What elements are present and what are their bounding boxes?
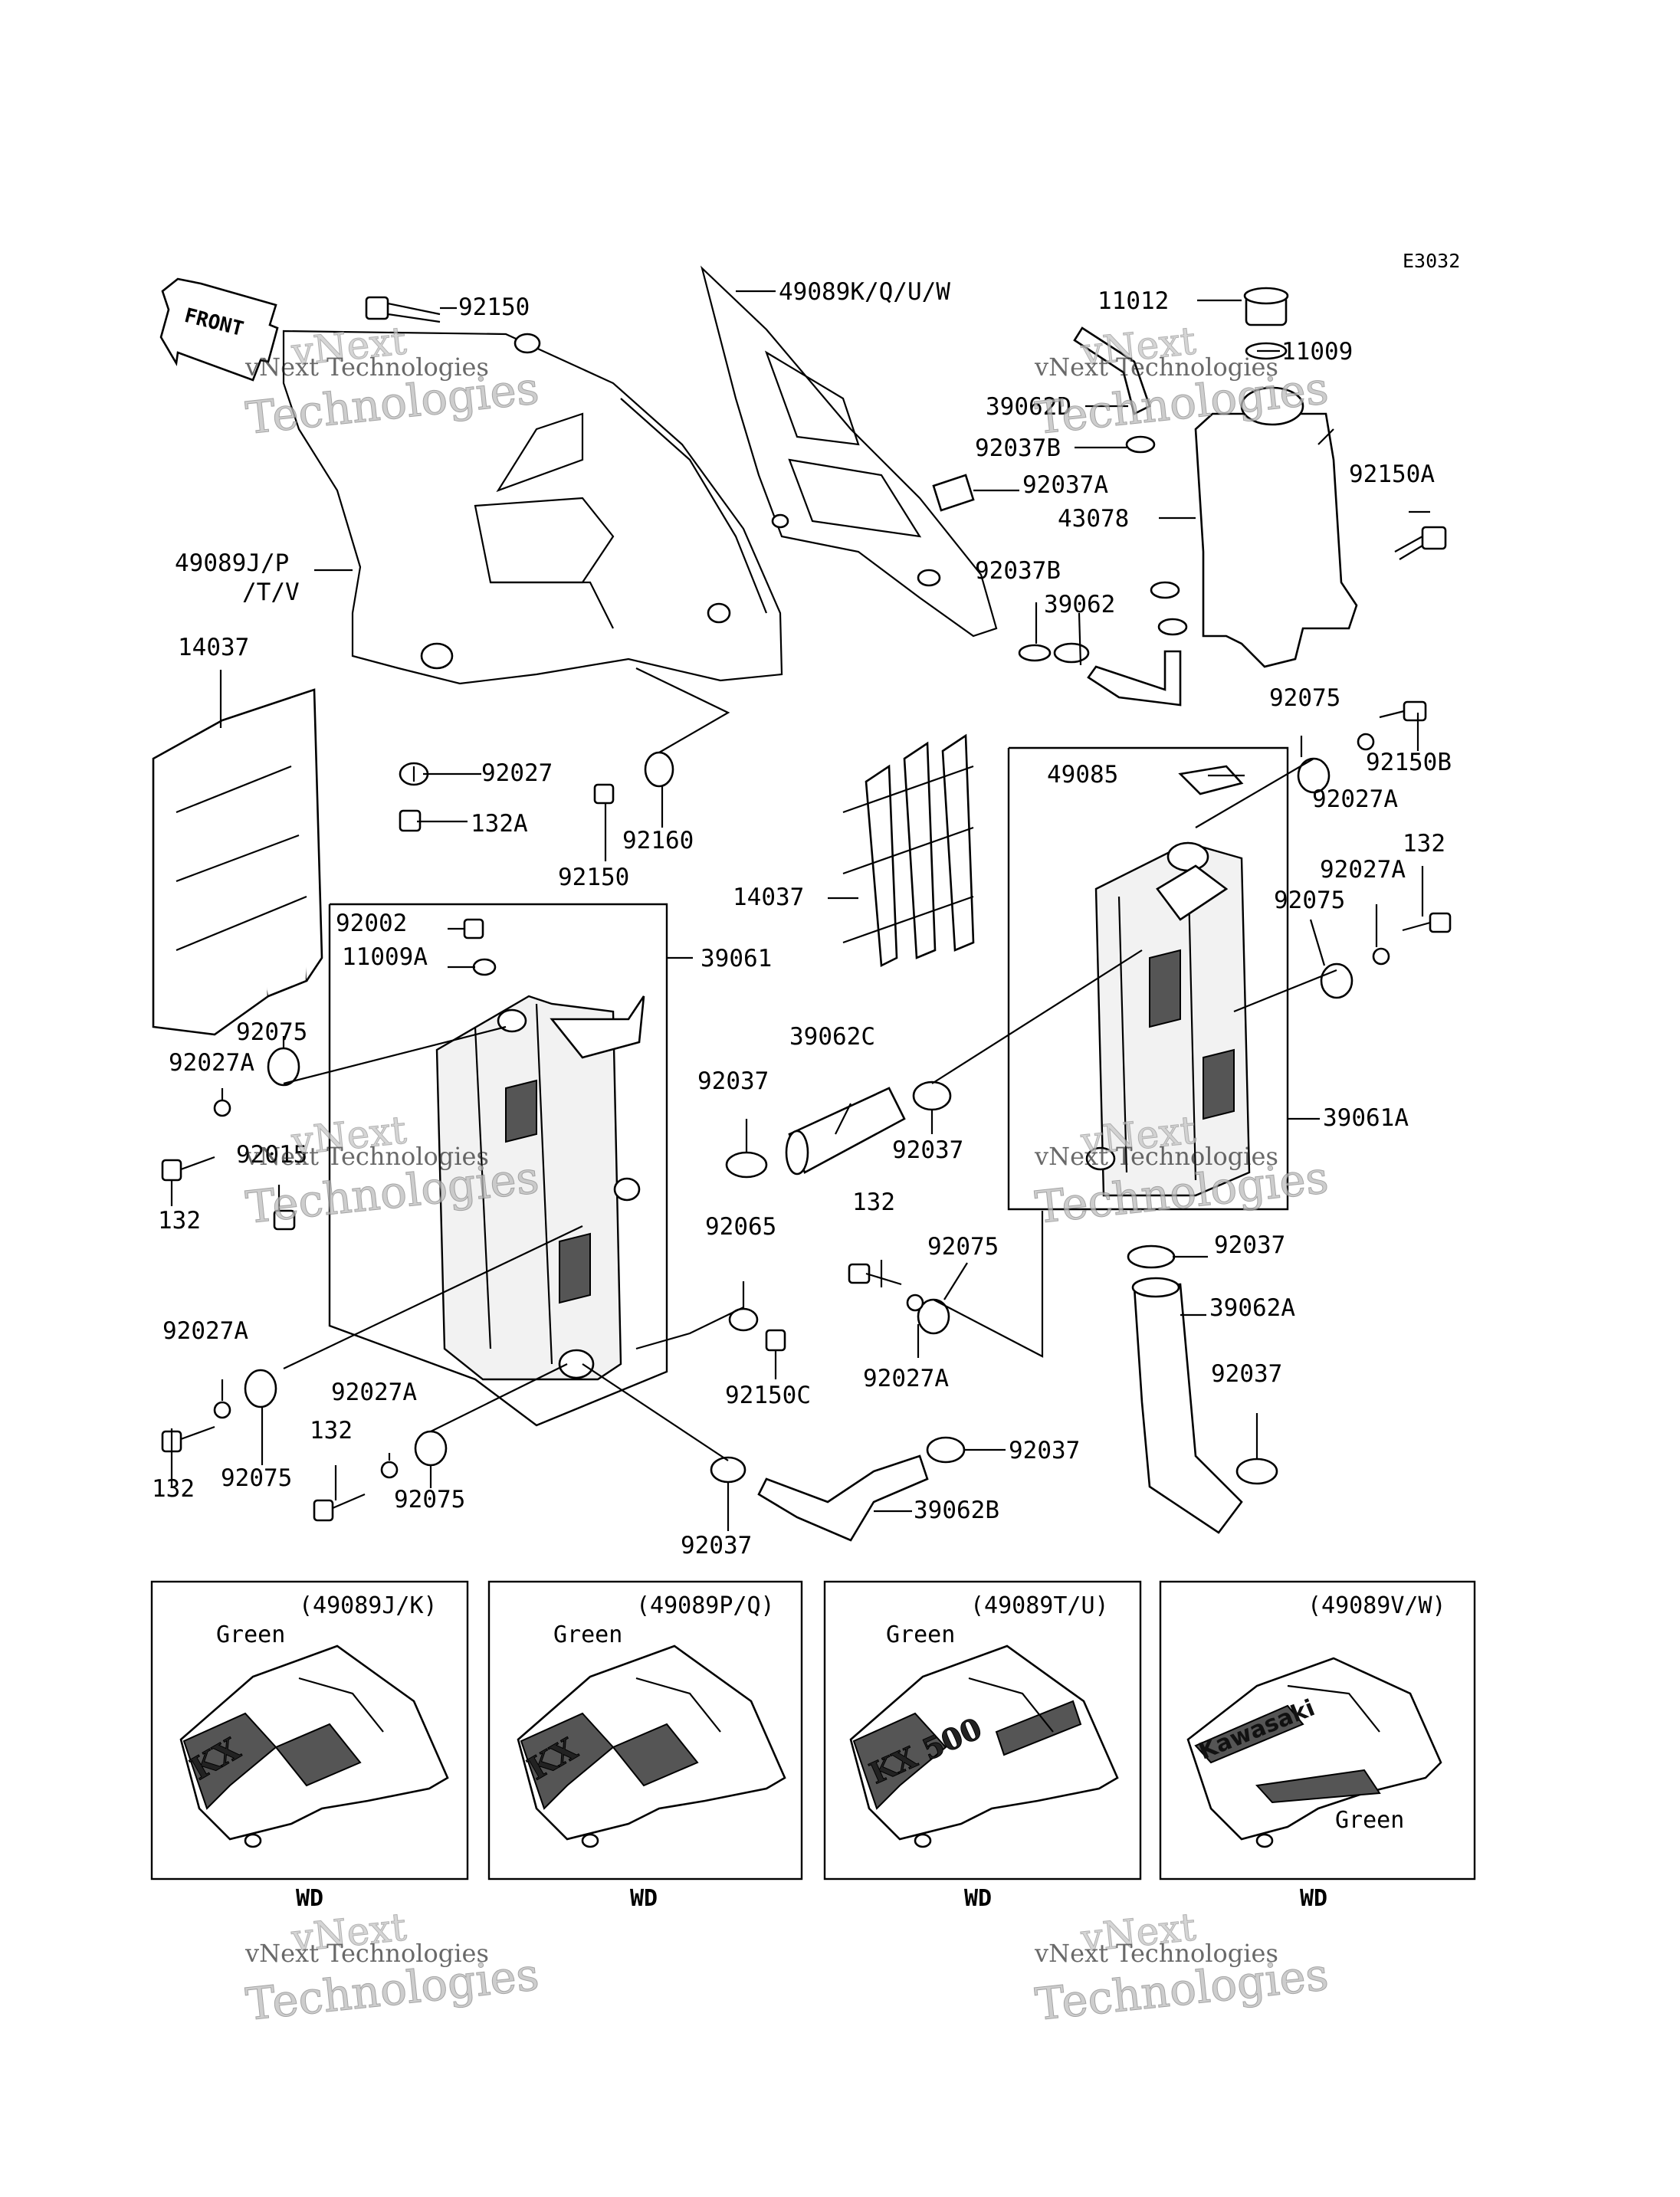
part-label: 92075 <box>236 1018 308 1046</box>
hose-39062c <box>785 1087 906 1176</box>
hose-39062a <box>1131 1277 1243 1534</box>
variant-boxes <box>150 1580 1476 1881</box>
variant-caption: WD <box>964 1885 993 1912</box>
part-label: 92027A <box>1320 856 1406 884</box>
part-label: 92037 <box>1211 1360 1283 1388</box>
part-label: 39062B <box>914 1497 999 1524</box>
variant-color: Green <box>553 1622 623 1648</box>
part-label: 132 <box>310 1417 353 1444</box>
part-label: 92037B <box>975 557 1061 585</box>
variant-caption: WD <box>1300 1885 1328 1912</box>
part-label: 92075 <box>927 1233 999 1261</box>
part-label: 92037 <box>1009 1437 1081 1464</box>
radiator-left <box>328 903 668 1427</box>
front-arrow-icon <box>159 277 279 382</box>
part-label: 39061 <box>701 945 773 972</box>
part-label: 92065 <box>705 1213 777 1241</box>
bolt-92150a <box>1394 526 1447 560</box>
part-label: 92075 <box>1274 887 1346 914</box>
part-label: 14037 <box>733 884 805 911</box>
variant-title: (49089J/K) <box>299 1592 438 1619</box>
part-label: 92002 <box>336 910 408 937</box>
part-label: 92037B <box>975 434 1061 462</box>
part-label: 92150A <box>1349 461 1435 488</box>
watermark: vNext vNext Technologies Technologies <box>243 1107 542 1234</box>
leader-lines <box>170 290 1430 1531</box>
variant-color: Green <box>1335 1807 1405 1834</box>
watermark: vNext vNext Technologies Technologies <box>1032 318 1331 444</box>
part-label: 39061A <box>1323 1104 1409 1132</box>
hose-39062b <box>757 1454 929 1542</box>
part-label: 11009 <box>1281 338 1354 366</box>
part-label: 92150 <box>558 864 630 891</box>
variant-shroud-4 <box>1186 1657 1442 1848</box>
right-shroud <box>700 265 998 638</box>
variant-title: (49089V/W) <box>1308 1592 1446 1619</box>
part-label: 92027A <box>863 1365 949 1392</box>
part-label: 11009A <box>342 943 428 971</box>
reservoir-tank <box>1194 287 1358 668</box>
hose-39062 <box>1053 618 1188 707</box>
hose-39062d <box>1073 326 1151 415</box>
part-label: 49085 <box>1047 761 1119 789</box>
variant-title: (49089T/U) <box>970 1592 1109 1619</box>
part-label: 92150C <box>725 1382 811 1409</box>
watermark: vNext vNext Technologies Technologies <box>243 1904 542 2031</box>
part-label: 92075 <box>1269 684 1341 712</box>
part-label: 14037 <box>178 634 250 661</box>
variant-shroud-2 <box>517 1644 786 1848</box>
part-label: 92027 <box>481 759 553 787</box>
part-label: 92027A <box>331 1379 417 1406</box>
variant-shroud-1 <box>179 1644 449 1848</box>
part-label: 92150 <box>458 293 530 321</box>
part-label: /T/V <box>242 579 300 606</box>
part-label: 92150B <box>1366 749 1452 776</box>
part-label: 92027A <box>162 1317 248 1345</box>
part-label: 132 <box>852 1189 895 1216</box>
part-label: 39062 <box>1044 591 1116 618</box>
variant-color: Green <box>886 1622 956 1648</box>
part-label: 132 <box>1403 830 1445 857</box>
part-label: 92037 <box>892 1136 964 1164</box>
part-label: 39062A <box>1209 1294 1295 1322</box>
part-label: 92027A <box>1312 785 1398 813</box>
variant-color: Green <box>216 1622 286 1648</box>
variant-caption: WD <box>296 1885 324 1912</box>
part-label: 43078 <box>1058 505 1130 533</box>
part-label: 132 <box>158 1207 201 1235</box>
clip-92037a <box>932 474 975 512</box>
part-label: 92015 <box>236 1141 308 1169</box>
watermark: vNext vNext Technologies Technologies <box>1032 1904 1331 2031</box>
variant-caption: WD <box>630 1885 658 1912</box>
part-label: 92075 <box>221 1464 293 1492</box>
radiator-guard-left <box>152 688 323 1036</box>
bolt-92150-top <box>365 296 441 323</box>
part-label: 92037 <box>681 1532 753 1559</box>
watermark: vNext vNext Technologies Technologies <box>243 318 542 444</box>
left-shroud <box>282 330 783 685</box>
watermark: vNext vNext Technologies Technologies <box>1032 1107 1331 1234</box>
part-label: 92037 <box>697 1067 769 1095</box>
part-label: 49089K/Q/U/W <box>779 278 950 306</box>
part-label: 92027A <box>169 1049 254 1077</box>
part-label: 92075 <box>394 1486 466 1513</box>
part-label: 11012 <box>1098 287 1170 315</box>
variant-title: (49089P/Q) <box>636 1592 775 1619</box>
diagram-code: E3032 <box>1403 250 1461 272</box>
cap-49085 <box>1178 765 1244 795</box>
variant-shroud-3 <box>849 1644 1119 1848</box>
part-label: 92037A <box>1022 471 1108 499</box>
part-label: 39062C <box>789 1023 875 1051</box>
part-label: 92037 <box>1214 1231 1286 1259</box>
part-label: 39062D <box>986 393 1071 421</box>
part-label: 132 <box>152 1475 195 1503</box>
part-label: 49089J/P <box>175 549 290 577</box>
part-label: 92160 <box>622 827 694 854</box>
radiator-right <box>1007 746 1289 1211</box>
part-label: 132A <box>471 810 528 838</box>
radiator-guard-center <box>842 733 975 968</box>
clamps <box>710 435 1278 1485</box>
